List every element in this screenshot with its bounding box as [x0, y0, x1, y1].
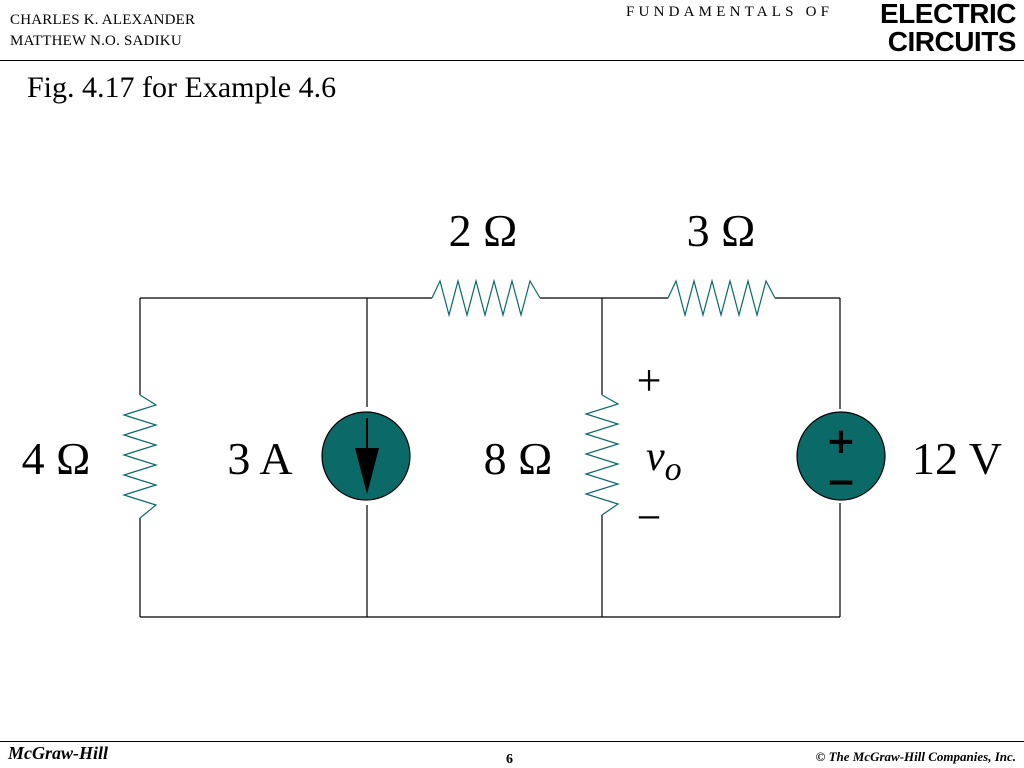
footer-divider: [0, 741, 1024, 742]
label-2-ohm: 2 Ω: [449, 205, 518, 256]
publisher-name: McGraw-Hill: [8, 743, 109, 763]
voltage-source-symbol: + −: [796, 411, 886, 503]
label-3-amp: 3 A: [227, 433, 292, 484]
author-line-1: CHARLES K. ALEXANDER: [10, 12, 196, 28]
current-source-symbol: [321, 411, 411, 501]
resistor-2-ohm: [431, 278, 541, 318]
label-12-volt: 12 V: [912, 433, 1002, 484]
arrow-down-icon: [355, 448, 379, 494]
author-line-2: MATTHEW N.O. SADIKU: [10, 33, 182, 49]
label-4-ohm: 4 Ω: [22, 433, 91, 484]
vo-symbol: v: [646, 434, 665, 480]
label-3-ohm: 3 Ω: [687, 205, 756, 256]
label-8-ohm: 8 Ω: [484, 433, 553, 484]
page-number: 6: [506, 752, 513, 767]
resistor-4-ohm: [121, 394, 159, 519]
resistor-3-ohm: [667, 278, 776, 318]
copyright-notice: © The McGraw-Hill Companies, Inc.: [815, 749, 1016, 764]
vo-plus-sign: +: [637, 356, 662, 405]
figure-title: Fig. 4.17 for Example 4.6: [27, 71, 337, 104]
series-label: FUNDAMENTALS OF: [626, 4, 834, 20]
vo-minus-sign: −: [637, 493, 662, 542]
brand-line-1: ELECTRIC: [880, 0, 1017, 29]
vo-subscript: o: [665, 451, 682, 488]
source-minus: −: [826, 462, 856, 503]
header-divider: [0, 60, 1024, 61]
book-brand: ELECTRIC CIRCUITS: [880, 0, 1017, 57]
vo-label: vo: [646, 434, 682, 488]
author-block: CHARLES K. ALEXANDER MATTHEW N.O. SADIKU: [10, 10, 195, 52]
resistor-8-ohm: [583, 394, 621, 516]
source-plus: +: [826, 421, 856, 462]
brand-line-2: CIRCUITS: [887, 26, 1017, 57]
